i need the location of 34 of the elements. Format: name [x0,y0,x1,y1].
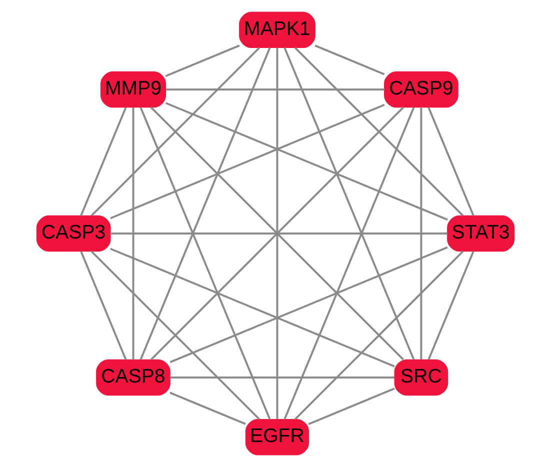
node-box: MAPK1 [239,12,316,48]
connector [110,232,448,234]
node-box: CASP9 [384,71,458,108]
connector [294,250,464,420]
node-box: EGFR [245,419,310,456]
connector [308,388,395,426]
connector [420,107,422,360]
connector [428,250,474,360]
connector [110,248,395,368]
connector [90,250,260,420]
node-box: STAT3 [447,215,515,252]
node-box: CASP3 [36,215,111,252]
node-box: CASP8 [96,359,170,396]
connector [140,47,271,360]
connector [294,47,464,216]
connector [170,376,394,378]
connector [165,102,448,221]
connector [276,48,278,420]
connector [428,106,474,216]
connector [170,392,246,425]
connector [170,246,448,364]
connector [166,88,384,90]
connector [284,47,415,360]
connector [80,250,127,360]
connector [165,44,240,78]
connector [90,47,260,216]
node-box: MMP9 [100,71,166,108]
node-box: SRC [394,359,448,396]
connector [284,106,415,420]
connector [110,104,385,220]
connector [132,108,134,360]
connector [314,44,385,76]
connector [140,106,271,420]
connector [80,106,127,216]
